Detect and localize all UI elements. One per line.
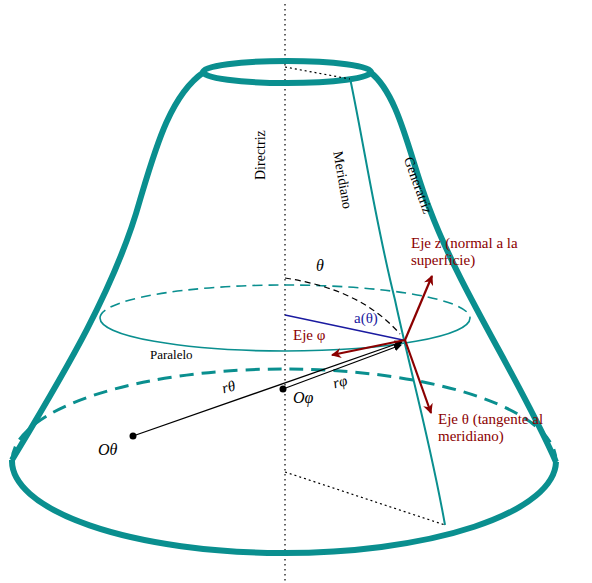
radius-label: rφ	[331, 372, 349, 392]
radius-r-theta	[133, 342, 402, 436]
axis-phi	[332, 340, 405, 355]
generatrix-label: Generatriz	[401, 155, 436, 216]
generatrix-left	[12, 72, 204, 460]
parallel-label: Paralelo	[150, 348, 193, 362]
axis-label: Eje φ	[291, 327, 327, 344]
axis-label: Eje θ (tangente al meridiano)	[438, 411, 588, 444]
base-front	[12, 460, 556, 553]
point-label: Oθ	[98, 441, 117, 459]
angle-label: θ	[316, 257, 324, 275]
point-label: Oφ	[293, 389, 313, 407]
parallel-front	[100, 318, 470, 351]
parallel-back	[100, 285, 470, 318]
axis-theta	[405, 340, 431, 413]
dotted-radius	[285, 472, 445, 525]
center-point	[280, 386, 287, 393]
dotted-radius	[285, 67, 350, 79]
top-rim	[203, 61, 371, 83]
meridian-label: Meridiano	[330, 150, 355, 210]
axis-label: Eje z (normal a la superficie)	[411, 235, 561, 268]
axis-z	[405, 276, 432, 340]
meridian	[350, 78, 445, 525]
axis-line	[284, 4, 285, 581]
axis-label: Directriz	[253, 130, 268, 180]
center-point	[130, 433, 137, 440]
angle-arc	[285, 278, 400, 334]
radius-label: rθ	[220, 377, 237, 397]
radius-label: a(θ)	[354, 310, 378, 327]
